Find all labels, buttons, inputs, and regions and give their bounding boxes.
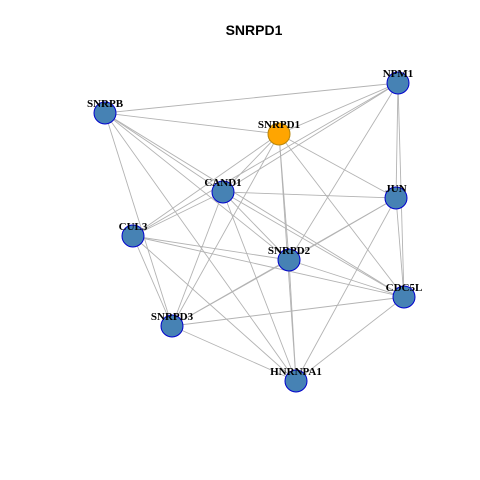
- edge-snrpb-npm1: [104, 82, 399, 114]
- node-label-npm1: NPM1: [383, 68, 414, 80]
- edge-npm1-snrpd2: [288, 82, 399, 261]
- edge-snrpd2-cdc5l: [288, 259, 405, 298]
- edge-snrpb-hnrnpa1: [104, 112, 297, 382]
- node-label-cand1: CAND1: [204, 177, 241, 189]
- nodes-layer: [93, 71, 416, 393]
- edge-snrpd1-jun: [278, 133, 397, 199]
- edge-snrpd2-hnrnpa1: [288, 259, 297, 382]
- node-cdc5l[interactable]: [392, 285, 416, 309]
- edge-npm1-cand1: [222, 82, 399, 193]
- edge-snrpd1-snrpd3: [171, 133, 280, 327]
- edge-cand1-hnrnpa1: [222, 191, 297, 382]
- edge-snrpd1-cdc5l: [278, 133, 405, 298]
- edge-snrpb-snrpd3: [104, 112, 173, 327]
- edge-snrpd1-cand1: [222, 133, 280, 193]
- node-label-cdc5l: CDC5L: [386, 282, 423, 294]
- edge-snrpd1-cul3: [132, 133, 280, 237]
- edge-cand1-snrpd3: [171, 191, 224, 327]
- node-label-snrpd1: SNRPD1: [258, 119, 300, 131]
- edge-cand1-cdc5l: [222, 191, 405, 298]
- edge-cand1-jun: [222, 191, 397, 199]
- edge-snrpb-snrpd2: [104, 112, 290, 261]
- node-snrpd2[interactable]: [277, 248, 301, 272]
- node-label-cul3: CUL3: [119, 221, 148, 233]
- edge-snrpd2-snrpd3: [171, 259, 290, 327]
- node-npm1[interactable]: [386, 71, 410, 95]
- node-snrpb[interactable]: [93, 101, 117, 125]
- plot-title: SNRPD1: [226, 22, 283, 38]
- edge-snrpb-snrpd1: [104, 112, 280, 135]
- edge-cul3-hnrnpa1: [132, 235, 297, 382]
- edge-snrpd3-hnrnpa1: [171, 325, 297, 382]
- node-label-snrpd3: SNRPD3: [151, 311, 194, 323]
- edge-jun-cdc5l: [395, 197, 405, 298]
- edge-cul3-snrpd3: [132, 235, 173, 327]
- node-label-snrpb: SNRPB: [87, 98, 124, 110]
- edge-snrpb-cdc5l: [104, 112, 405, 298]
- edge-npm1-cul3: [132, 82, 399, 237]
- edge-npm1-snrpd1: [278, 82, 399, 135]
- node-label-jun: JUN: [385, 183, 406, 195]
- edge-npm1-jun: [395, 82, 399, 199]
- node-snrpd3[interactable]: [160, 314, 184, 338]
- edge-cul3-snrpd2: [132, 235, 290, 261]
- node-snrpd1[interactable]: [267, 122, 291, 146]
- node-label-snrpd2: SNRPD2: [268, 245, 311, 257]
- edge-cand1-cul3: [132, 191, 224, 237]
- edge-cdc5l-hnrnpa1: [295, 296, 405, 382]
- edge-snrpb-cand1: [104, 112, 224, 193]
- edge-cdc5l-snrpd3: [171, 296, 405, 327]
- node-jun[interactable]: [384, 186, 408, 210]
- node-cul3[interactable]: [121, 224, 145, 248]
- node-hnrnpa1[interactable]: [284, 369, 308, 393]
- edges-layer: [104, 82, 405, 382]
- node-label-hnrnpa1: HNRNPA1: [270, 366, 322, 378]
- edge-cul3-cdc5l: [132, 235, 405, 298]
- node-cand1[interactable]: [211, 180, 235, 204]
- edge-cand1-snrpd2: [222, 191, 290, 261]
- edge-jun-hnrnpa1: [295, 197, 397, 382]
